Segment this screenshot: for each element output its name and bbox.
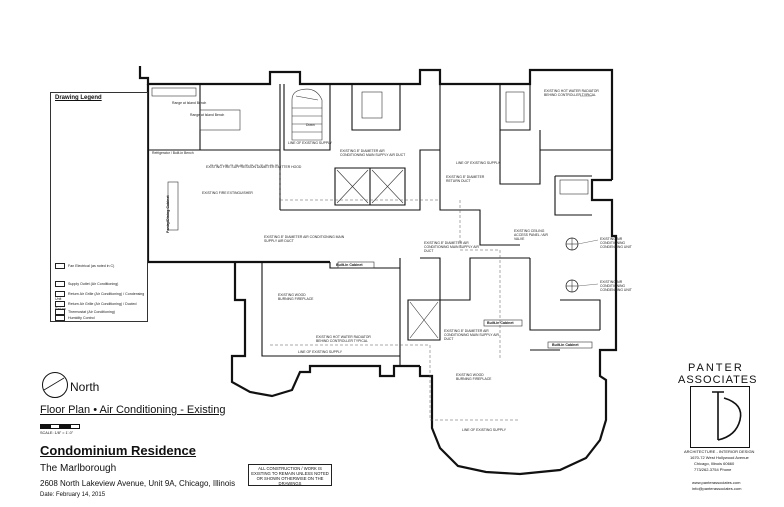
exterior-wall-left [146, 84, 330, 264]
plan-note: EXISTING 8" DIAMETER RETURN DUCT [446, 175, 485, 183]
firm-phone: 773/262-3754 Phone [694, 467, 732, 472]
refrigerator-label: Refrigerator / Built-in Bench [152, 151, 194, 155]
center-corridor [399, 257, 530, 366]
stair-wall [283, 84, 331, 151]
elevator-x-2 [371, 169, 404, 204]
exterior-wall-right [590, 178, 618, 362]
firm-email-link[interactable]: info@panterassociates.com [692, 486, 742, 491]
north-arrow-icon [42, 372, 68, 398]
legend-item: Fan Electrical (as noted in C) [55, 263, 114, 269]
cabinet-label: Built-in Cabinet [336, 263, 363, 267]
cabinet-box-1 [337, 261, 375, 269]
firm-logo-icon [690, 386, 750, 448]
bath-right [554, 175, 592, 216]
leader-condenser-1 [577, 239, 599, 245]
cabinet-label: Built-in Cabinet [552, 343, 579, 347]
bath-wall-1 [351, 84, 401, 131]
plan-note: LINE OF EXISTING SUPPLY [288, 141, 333, 145]
living-divider [261, 262, 400, 357]
plan-note: EXISTING 8" DIAMETER AIR CONDITIONING MA… [444, 329, 499, 341]
tub-2 [505, 91, 525, 123]
north-label: North [70, 380, 100, 394]
plan-note: LINE OF EXISTING SUPPLY [298, 350, 343, 354]
plan-note: EXISTING 8" DIAMETER AIR CONDITIONING MA… [264, 235, 345, 243]
plan-note: EXISTING WOOD BURNING FIREPLACE [456, 373, 492, 381]
closet-x [409, 301, 439, 339]
project-title: Condominium Residence [40, 443, 197, 458]
plan-note: EXISTING HOT WATER RADIATOR BEHIND CONTR… [316, 335, 371, 343]
firm-web-link[interactable]: www.panterassociates.com [692, 480, 741, 485]
cabinet-label: Pantry/Dining Cabinet [166, 195, 170, 233]
plan-note: EXISTING 8" DIAMETER AIR CONDITIONING MA… [340, 149, 406, 157]
legend-title: Drawing Legend [55, 95, 102, 101]
kitchen-counter [151, 87, 197, 97]
duct-line-1 [210, 164, 440, 201]
pantry-cabinet [167, 181, 179, 231]
firm-name-2: ASSOCIATES [678, 374, 758, 386]
center-wall [439, 84, 520, 246]
cabinet-label: Built-in Cabinet [487, 321, 514, 325]
range-label: Range at Island Bench [172, 101, 207, 105]
drawing-legend: Drawing Legend Fan Electrical (as noted … [50, 92, 148, 322]
cabinet-box-3 [547, 341, 593, 349]
legend-item: Return Air Grille (Air Conditioning) / C… [55, 291, 145, 301]
drawing-subtitle: Floor Plan • Air Conditioning - Existing [40, 404, 226, 416]
stair-treads [292, 95, 322, 133]
cabinet-box-2 [483, 319, 523, 327]
elevator-wall [334, 167, 406, 206]
disclaimer-box: ALL CONSTRUCTION / WORK IS EXISTING TO R… [248, 464, 332, 486]
plan-note: EXISTING HOT WATER RADIATOR BEHIND CONTR… [544, 89, 599, 97]
plan-note: EXISTING AIR CONDITIONING CONDENSING UNI… [600, 280, 632, 292]
corridor-wall [280, 149, 440, 211]
duct-line-3 [270, 344, 520, 421]
plan-note: EXISTING AIR CONDITIONING CONDENSING UNI… [600, 237, 632, 249]
legend-item: Supply Outlet (Air Conditioning) [55, 281, 118, 287]
right-rooms [499, 84, 612, 185]
scale-bar [40, 424, 80, 429]
project-address: 2608 North Lakeview Avenue, Unit 9A, Chi… [40, 479, 236, 488]
right-lower-rooms [529, 258, 601, 351]
plan-note: EXISTING 8" DIAMETER AIR CONDITIONING MA… [424, 241, 479, 253]
exterior-wall-bay-left [230, 262, 420, 398]
exterior-wall-top [138, 66, 614, 180]
firm-address: 1670-72 West Hollywood Avenue [690, 455, 749, 460]
plan-note: EXISTING FIRE EXTINGUISHER [202, 191, 253, 195]
kitchen-island [199, 109, 241, 131]
plan-note: LINE OF EXISTING SUPPLY [456, 161, 501, 165]
tub-1 [361, 91, 383, 119]
scale-label: SCALE: 1/8" = 1'-0" [40, 431, 74, 435]
project-date: Date: February 14, 2015 [40, 492, 106, 498]
plan-note: EXISTING WOOD BURNING FIREPLACE [278, 293, 314, 301]
tub-3 [559, 179, 589, 195]
firm-address: Chicago, Illinois 60660 [694, 461, 735, 466]
duct-line-2 [459, 200, 501, 360]
legend-item: Humidity Control [55, 315, 95, 321]
stair-spiral [291, 88, 323, 141]
range-label: Range at Island Bench [190, 113, 225, 117]
legend-item: Thermostat (Air Conditioning) [55, 309, 115, 315]
exterior-wall-bay-right [418, 362, 608, 476]
firm-logo-mark [712, 391, 742, 441]
leader-condenser-2 [577, 283, 599, 287]
elevator-x-1 [336, 169, 369, 204]
plan-note: EXISTING FIRE SUPPRESSION DIAMETER EMITT… [206, 165, 302, 169]
building-name: The Marlborough [40, 463, 117, 474]
firm-tagline: ARCHITECTURE - INTERIOR DESIGN [684, 449, 755, 454]
plan-note: EXISTING CEILING ACCESS PANEL / AIR VALV… [514, 229, 548, 241]
firm-name: PANTER [688, 362, 744, 374]
closet [407, 299, 441, 341]
stair-down-label: Down [306, 123, 315, 127]
plan-note: LINE OF EXISTING SUPPLY [462, 428, 507, 432]
